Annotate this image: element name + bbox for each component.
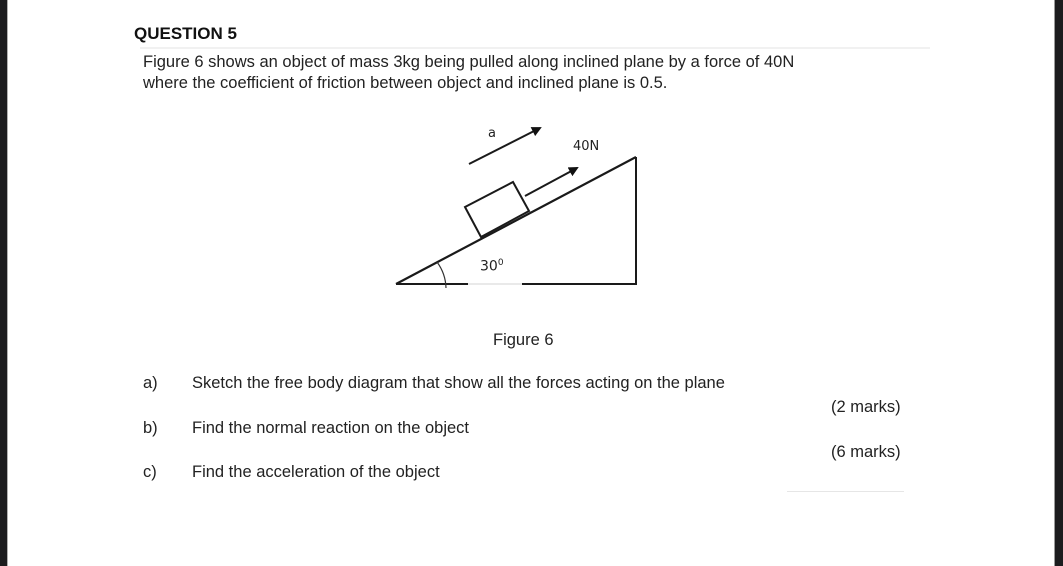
angle-arc	[436, 261, 447, 289]
part-a-marks: (2 marks)	[831, 398, 901, 416]
question-title: QUESTION 5	[134, 24, 237, 43]
degree-superscript: 0	[497, 258, 504, 268]
left-window-edge	[0, 0, 7, 566]
incline-surface	[395, 156, 637, 285]
part-c-text: Find the acceleration of the object	[192, 463, 440, 481]
part-b-marks: (6 marks)	[831, 443, 901, 461]
part-b-letter: b)	[143, 419, 158, 437]
angle-label: 300	[480, 258, 504, 275]
force-label: 40N	[573, 139, 600, 154]
angle-value: 30	[480, 258, 498, 275]
part-b-text: Find the normal reaction on the object	[192, 419, 469, 437]
part-a-letter: a)	[143, 374, 158, 392]
part-a-text: Sketch the free body diagram that show a…	[192, 374, 725, 392]
right-edge-highlight	[1054, 0, 1055, 566]
question-body-line-1: Figure 6 shows an object of mass 3kg bei…	[143, 53, 795, 71]
right-window-edge	[1055, 0, 1063, 566]
acceleration-arrow	[468, 127, 542, 165]
faint-divider	[787, 491, 904, 492]
figure-caption: Figure 6	[493, 331, 554, 349]
left-edge-highlight	[7, 0, 8, 566]
force-arrow	[524, 167, 579, 197]
title-divider	[140, 47, 930, 49]
part-c-letter: c)	[143, 463, 157, 481]
question-body-line-2: where the coefficient of friction betwee…	[143, 74, 668, 92]
block-object	[463, 180, 531, 239]
question-body: Figure 6 shows an object of mass 3kg bei…	[143, 52, 794, 94]
acceleration-label: a	[488, 126, 496, 141]
